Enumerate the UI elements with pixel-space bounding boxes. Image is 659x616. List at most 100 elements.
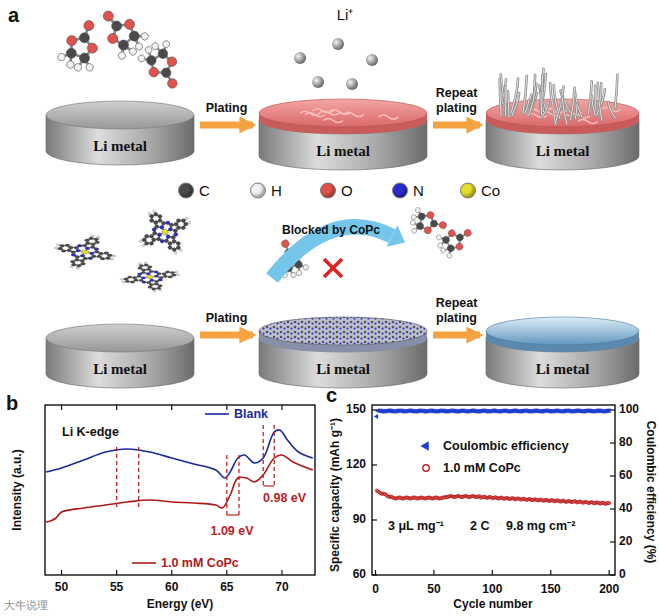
dashed-marker [116, 447, 117, 510]
disk-label: Li metal [93, 360, 147, 378]
axis-tick [171, 570, 172, 575]
axis-title: Coulombic efficiency (%) [643, 421, 657, 564]
dashed-marker [138, 447, 139, 510]
axis-tick [171, 405, 172, 410]
atom [168, 227, 174, 232]
atom [446, 252, 453, 259]
sei-wrinkle [329, 110, 349, 114]
atom [70, 266, 74, 268]
atom [147, 66, 160, 79]
dendrite [542, 102, 549, 118]
dendrite-highlight [512, 93, 519, 116]
copc-layer [259, 317, 427, 345]
block-cross [324, 259, 342, 277]
legend-swatch [178, 182, 194, 198]
dendrite-highlight [554, 110, 556, 124]
atom [149, 279, 155, 282]
disk-label: Li metal [93, 137, 147, 155]
legend-label: O [341, 182, 353, 199]
tick-label: 65 [220, 581, 233, 595]
label-box: a [8, 4, 19, 27]
atom [139, 239, 143, 243]
annotation: 0.98 eV [263, 491, 306, 505]
process-arrow [433, 332, 480, 339]
arrow-note: Blocked by CoPc [282, 224, 380, 238]
atom [149, 283, 155, 286]
label-box: 70 [275, 581, 288, 595]
dendrite-highlight [508, 91, 509, 117]
legend-swatch [460, 182, 476, 198]
blocked-arrow-head [387, 225, 405, 246]
tick-label: 120 [346, 458, 366, 472]
atom [125, 280, 131, 283]
axis-tick [610, 409, 615, 410]
axis-title: Specific capacity (mAh g⁻¹) [329, 418, 343, 572]
atom [130, 281, 136, 284]
axis-tick [610, 475, 615, 476]
label-box: 3 μL mg⁻¹ [388, 519, 444, 533]
atom [112, 255, 116, 257]
disk-top [46, 324, 194, 352]
legend-label: H [271, 182, 282, 199]
legend-sample [414, 441, 438, 451]
axis-tick [492, 570, 493, 575]
legend-item: Coulombic efficiency [414, 439, 569, 453]
atom [123, 17, 137, 31]
arrow-label: Plating [194, 101, 260, 116]
atom [153, 270, 159, 273]
atom [302, 264, 309, 271]
atom [57, 52, 66, 61]
atom [137, 267, 143, 270]
dendrite [529, 87, 536, 115]
axis-tick [61, 405, 62, 410]
label-box: Cycle number [453, 598, 532, 612]
disk-top [46, 101, 194, 129]
legend-item: Co [460, 182, 500, 199]
dendrite-highlight [525, 100, 529, 114]
sei-wrinkle [379, 115, 399, 119]
label-box: 1.09 eV [210, 524, 253, 538]
atom [144, 234, 150, 239]
label-box: 0 [619, 568, 626, 582]
atom [138, 263, 142, 265]
tick-label: 150 [541, 583, 561, 597]
atom [141, 276, 147, 279]
arrow-label-box: Plating [194, 101, 260, 116]
atom [82, 19, 95, 32]
atom [138, 279, 144, 282]
copc-molecule [127, 199, 204, 264]
atom [120, 278, 124, 280]
process-arrow [433, 122, 480, 129]
axis-tick [372, 464, 377, 465]
atom [424, 226, 432, 234]
atom [416, 222, 424, 230]
label-box: 65 [220, 581, 233, 595]
atom [165, 271, 171, 274]
sei-wrinkle [323, 118, 343, 122]
annotation: Li K-edge [62, 425, 119, 439]
atom [144, 262, 148, 264]
watermark: 大牛说理 [4, 600, 48, 613]
atom [447, 228, 457, 238]
dendrite [500, 79, 501, 116]
atom [455, 233, 465, 243]
atom [145, 272, 151, 275]
tick-label: 60 [165, 581, 178, 595]
atom [146, 275, 154, 279]
atom [149, 270, 155, 273]
atom [411, 228, 417, 234]
atom [147, 265, 153, 268]
legend-item: 1.0 mM CoPc [132, 556, 239, 570]
axis-tick [610, 508, 615, 509]
dendrite-highlight [571, 88, 575, 120]
atom [411, 214, 417, 220]
atom [179, 249, 183, 253]
legend-label: C [199, 182, 210, 199]
atom [430, 220, 438, 228]
shift-bar [227, 514, 239, 515]
atom [87, 257, 93, 260]
label-box: 40 [619, 502, 632, 516]
disk-label: Li metal [316, 360, 370, 378]
axis-title: Intensity (a.u.) [11, 449, 25, 530]
process-arrow [200, 332, 253, 339]
